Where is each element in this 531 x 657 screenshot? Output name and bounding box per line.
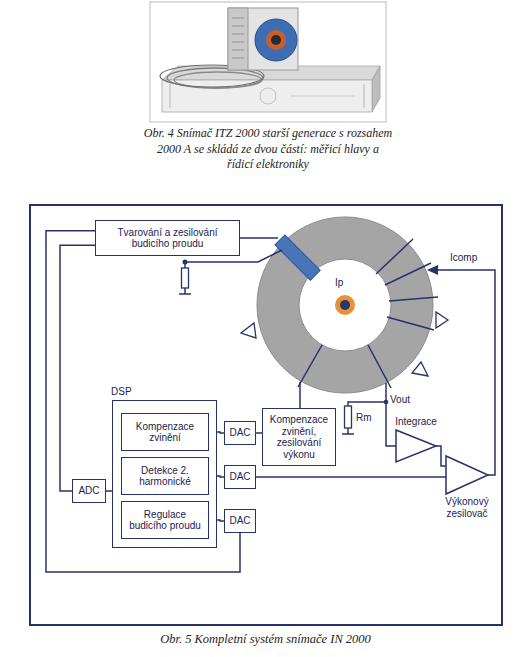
rack-handle bbox=[364, 84, 365, 108]
compensation-turn bbox=[389, 297, 438, 301]
box-label: Tvarování a zesilování budicího proudu bbox=[96, 225, 239, 252]
converter-box: DAC bbox=[224, 465, 256, 489]
vent bbox=[232, 58, 244, 59]
vent bbox=[232, 26, 244, 27]
signal-wire bbox=[256, 476, 446, 478]
box-label: Regulace budicího proudu bbox=[122, 507, 208, 534]
compensation-current-wire bbox=[436, 270, 495, 475]
signal-wire bbox=[46, 231, 240, 572]
rack-handle bbox=[170, 84, 171, 108]
vent bbox=[232, 42, 244, 43]
shape-heading: Integrace bbox=[376, 416, 456, 428]
winding-wire bbox=[299, 382, 301, 408]
compensation-turn bbox=[376, 239, 413, 274]
rack-front bbox=[162, 80, 372, 112]
flux-arrow bbox=[241, 323, 256, 338]
resistor-symbol bbox=[345, 406, 352, 428]
dsp-block: DSPKompenzace zviněníDetekce 2. harmonic… bbox=[112, 400, 217, 548]
rack-dial bbox=[260, 88, 276, 104]
process-box: Tvarování a zesilování budicího proudu bbox=[95, 220, 240, 256]
resistor-lead bbox=[184, 262, 186, 268]
shape-heading: DSP bbox=[111, 386, 171, 398]
triangle-shape bbox=[446, 456, 488, 494]
box-label: DAC bbox=[226, 513, 253, 529]
photo-frame bbox=[150, 2, 386, 122]
excitation-winding bbox=[275, 235, 320, 280]
vent bbox=[232, 18, 244, 19]
box-label: ADC bbox=[75, 483, 102, 499]
resistor-lead bbox=[184, 288, 186, 294]
signal-wire bbox=[436, 446, 446, 466]
integrator-symbol: Integrace bbox=[396, 430, 436, 462]
flux-arrow bbox=[412, 362, 428, 376]
head-hole bbox=[266, 30, 286, 50]
ground-symbol bbox=[342, 433, 354, 435]
flux-arrow bbox=[436, 312, 448, 328]
function-box: Regulace budicího proudu bbox=[121, 501, 209, 539]
compensation-turn bbox=[387, 317, 434, 330]
head-side bbox=[228, 8, 248, 70]
process-box: Kompenzace zvinění, zesilování výkonu bbox=[262, 408, 336, 466]
primary-conductor bbox=[335, 295, 355, 315]
vent bbox=[232, 34, 244, 35]
component-label: Rm bbox=[356, 412, 372, 424]
signal-wire bbox=[60, 245, 95, 491]
box-label: Kompenzace zvinění, zesilování výkonu bbox=[263, 412, 335, 462]
box-label: Detekce 2. harmonické bbox=[122, 463, 208, 490]
converter-box: DAC bbox=[224, 509, 256, 533]
compensation-turn bbox=[298, 345, 322, 387]
figure-caption: Obr. 5 Kompletní systém snímače IN 2000 bbox=[0, 632, 531, 647]
current-arrow bbox=[427, 265, 438, 275]
current-label: Ip bbox=[335, 277, 343, 289]
head-hole-center bbox=[271, 35, 281, 45]
primary-conductor-core bbox=[340, 300, 350, 310]
function-box: Kompenzace zvinění bbox=[121, 413, 209, 451]
junction-dot bbox=[384, 400, 389, 405]
compensation-turn bbox=[368, 345, 391, 388]
toroid-core bbox=[257, 217, 433, 393]
figure-caption: Obr. 4 Snímač ITZ 2000 starší generace s… bbox=[143, 126, 393, 173]
box-label: DAC bbox=[226, 469, 253, 485]
compensation-turn bbox=[385, 263, 431, 285]
function-box: Detekce 2. harmonické bbox=[121, 457, 209, 495]
signal-label: Vout bbox=[390, 394, 410, 406]
rm-wire bbox=[348, 402, 386, 406]
box-label: DAC bbox=[226, 425, 253, 441]
vent bbox=[232, 50, 244, 51]
integrator-input-wire bbox=[386, 383, 396, 446]
head-housing bbox=[228, 8, 298, 70]
converter-box: ADC bbox=[72, 479, 106, 503]
ground-symbol bbox=[179, 293, 191, 295]
rack-slot bbox=[290, 96, 355, 97]
amplifier-symbol: Výkonový zesilovač bbox=[446, 456, 488, 494]
diagram-frame bbox=[30, 205, 502, 625]
excitation-wire bbox=[240, 237, 278, 239]
rack-side bbox=[372, 66, 380, 112]
shape-heading: Výkonový zesilovač bbox=[427, 496, 507, 519]
triangle-shape bbox=[396, 430, 436, 462]
converter-box: DAC bbox=[224, 421, 256, 445]
box-label: Kompenzace zvinění bbox=[122, 419, 208, 446]
resistor-lead bbox=[347, 428, 349, 434]
triangle-outline bbox=[396, 430, 436, 462]
current-label: Icomp bbox=[450, 252, 477, 264]
resistor-symbol bbox=[182, 268, 189, 288]
head-aperture bbox=[255, 19, 297, 61]
triangle-outline bbox=[446, 456, 488, 494]
